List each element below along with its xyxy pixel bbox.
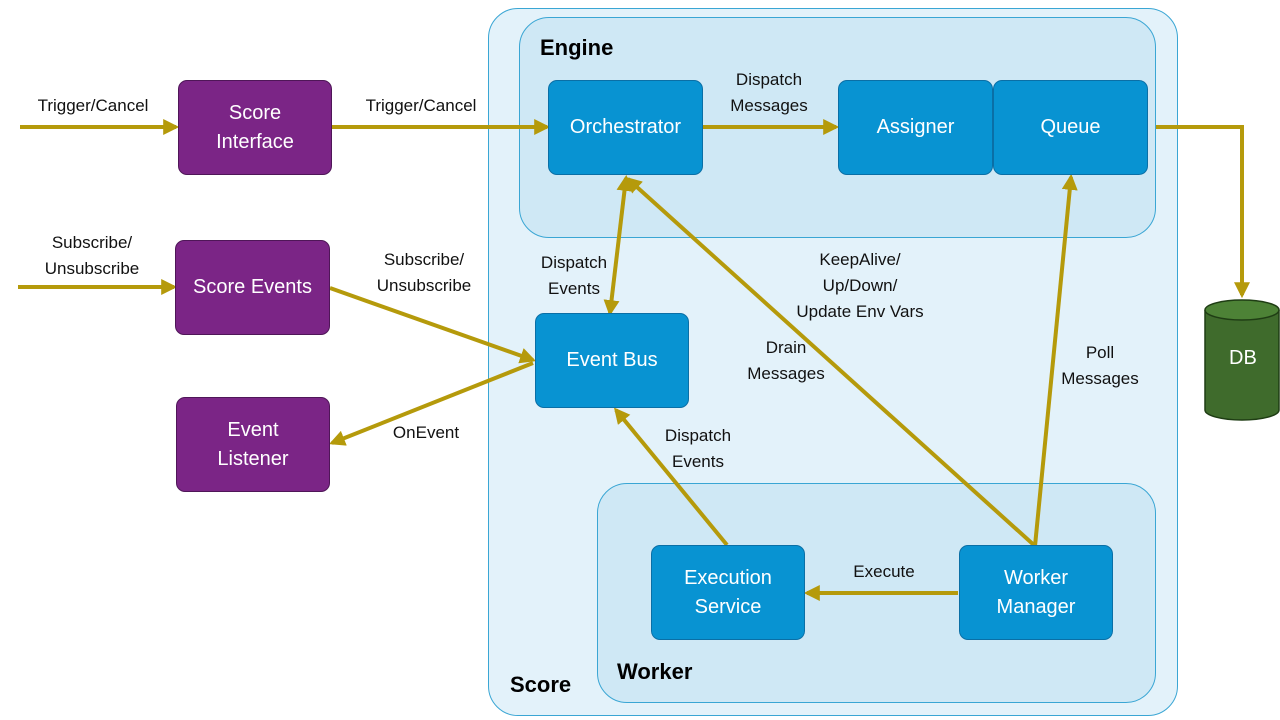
execution-service-box[interactable]: Execution Service	[651, 545, 805, 640]
db-label: DB	[1229, 347, 1257, 369]
label-subscribe-out: Subscribe/ Unsubscribe	[376, 250, 472, 295]
arrow-dispatch-events-top	[603, 174, 633, 317]
arrow-poll-messages	[1033, 173, 1078, 547]
score-events-box[interactable]: Score Events	[175, 240, 330, 335]
label-dispatch-events-top: Dispatch Events	[540, 253, 608, 298]
label-dispatch-messages: Dispatch Messages	[730, 70, 808, 115]
arrow-dispatch-events-bottom	[613, 407, 729, 547]
arrow-queue-db	[1156, 125, 1250, 299]
label-trigger-cancel-in: Trigger/Cancel	[37, 96, 149, 115]
score-container-label: Score	[510, 672, 572, 697]
worker-manager-box[interactable]: Worker Manager	[959, 545, 1113, 640]
label-trigger-cancel-out: Trigger/Cancel	[365, 96, 477, 115]
arrow-subscribe-out	[329, 286, 537, 364]
label-keepalive: KeepAlive/ Up/Down/ Update Env Vars	[796, 250, 924, 321]
label-execute: Execute	[853, 562, 915, 581]
assigner-box[interactable]: Assigner	[838, 80, 993, 175]
queue-box[interactable]: Queue	[993, 80, 1148, 175]
label-dispatch-events-bottom: Dispatch Events	[664, 426, 732, 471]
event-bus-box[interactable]: Event Bus	[535, 313, 689, 408]
arrow-keepalive	[625, 176, 1037, 548]
arrow-on-event	[329, 361, 534, 446]
event-listener-box[interactable]: Event Listener	[176, 397, 330, 492]
engine-container-label: Engine	[540, 35, 614, 60]
label-drain-messages: Drain Messages	[747, 338, 825, 383]
score-interface-box[interactable]: Score Interface	[178, 80, 332, 175]
label-poll-messages: Poll Messages	[1061, 343, 1139, 388]
label-subscribe-in: Subscribe/ Unsubscribe	[44, 233, 140, 278]
worker-container-label: Worker	[617, 659, 693, 684]
orchestrator-box[interactable]: Orchestrator	[548, 80, 703, 175]
db-cylinder-shape	[1204, 299, 1280, 421]
label-on-event: OnEvent	[392, 423, 460, 442]
